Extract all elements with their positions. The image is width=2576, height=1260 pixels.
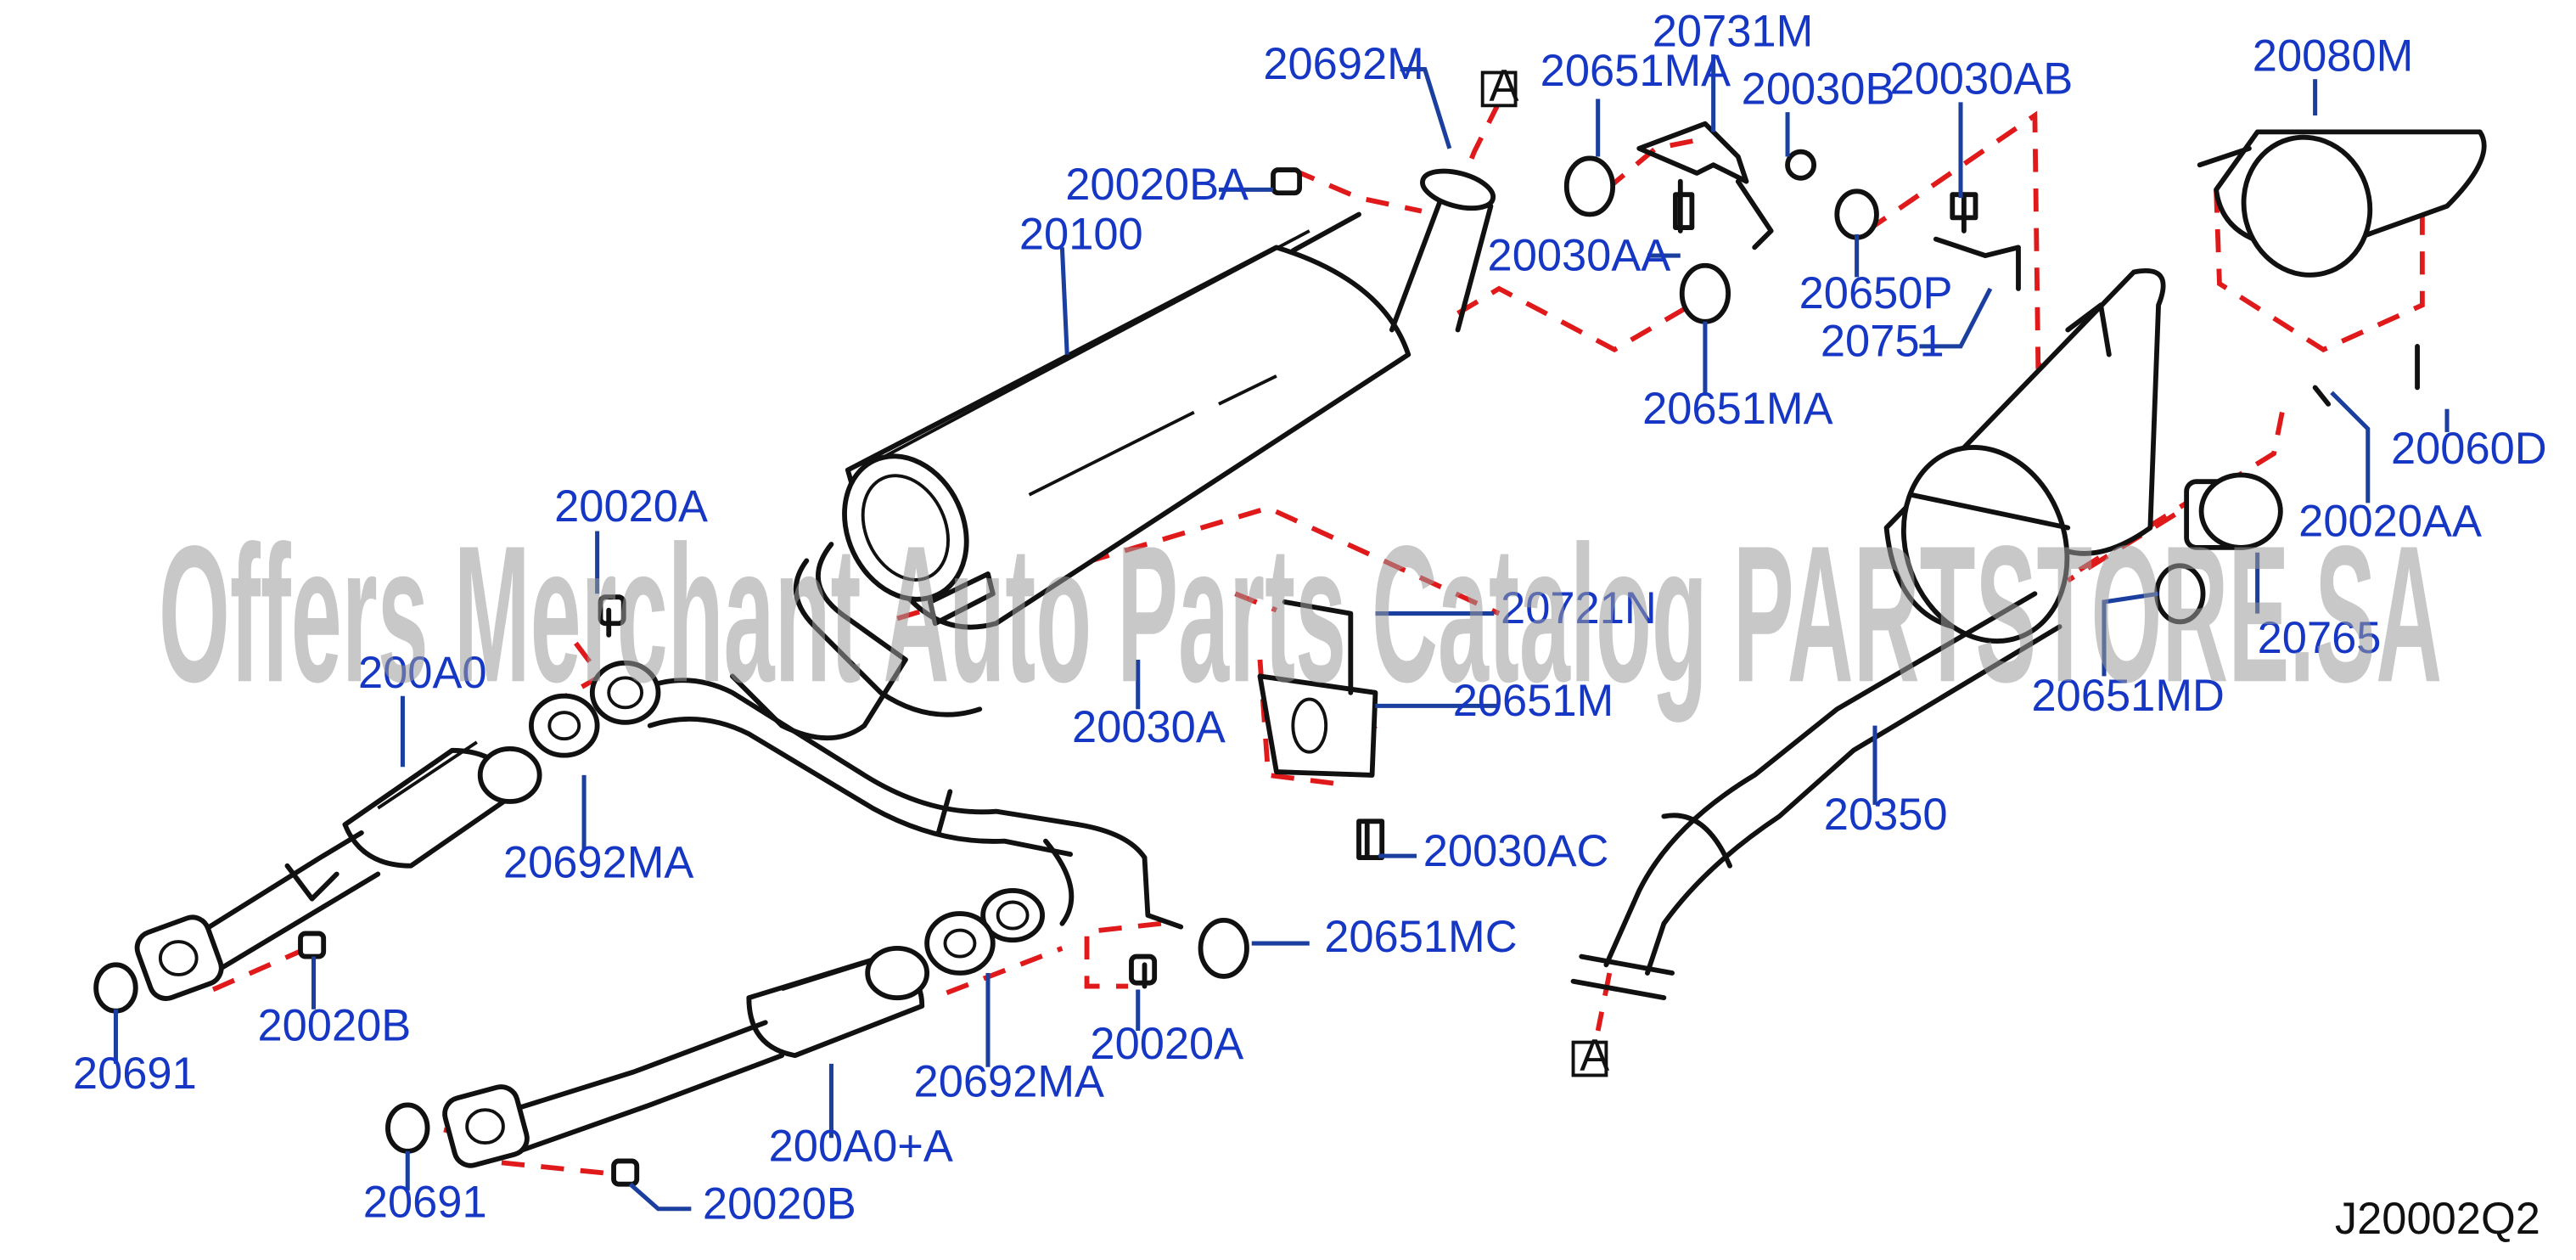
part-labels: 20692M 20651MA 20731M 20030B 20030AB 200… [73,7,2547,1229]
label-20651MA-top: 20651MA [1541,47,1731,96]
label-20020B-left: 20020B [257,1002,411,1051]
label-20765: 20765 [2258,614,2382,663]
label-20692M: 20692M [1263,40,1424,89]
label-20350: 20350 [1824,790,1948,840]
label-20030AC: 20030AC [1423,827,1609,876]
label-20691-left: 20691 [73,1049,197,1099]
label-20080M: 20080M [2253,32,2414,82]
rear-muffler-20350 [1570,268,2283,1001]
reference-marker-bottom: A [1571,1032,1609,1081]
tail-tip-20080M [2197,129,2487,278]
label-20651MD: 20651MD [2032,672,2225,721]
label-20751: 20751 [1821,318,1945,367]
center-muffler-20100 [793,168,1496,717]
label-20100: 20100 [1019,210,1143,259]
label-20020AA: 20020AA [2298,497,2482,546]
y-pipe [589,657,1184,943]
label-20030B: 20030B [1742,65,1895,114]
label-20030A: 20030A [1072,703,1226,752]
label-20020B-low: 20020B [703,1179,856,1229]
diagram-code: J20002Q2 [2335,1195,2540,1244]
label-20030AA: 20030AA [1488,232,1671,281]
label-200A0: 200A0 [358,649,487,698]
label-20020BA: 20020BA [1065,160,1249,210]
label-20650P: 20650P [1799,269,1953,318]
label-20721N: 20721N [1501,584,1657,633]
bolts [606,178,2420,989]
label-200A0-A: 200A0+A [769,1122,953,1171]
watermark-text: Offers Merchant Auto Parts Catalog PARTS… [159,505,2442,723]
label-20692MA-mid: 20692MA [914,1058,1104,1107]
reference-marker-top-text: A [1489,61,1518,110]
label-20651MC: 20651MC [1324,913,1517,962]
gaskets-and-nuts [298,167,1303,1187]
reference-marker-bottom-text: A [1580,1032,1609,1081]
label-20020A-mid: 20020A [1090,1020,1243,1069]
label-20731M: 20731M [1653,7,1813,56]
label-20692MA-left: 20692MA [503,838,693,887]
reference-marker-top: A [1480,61,1518,110]
front-catalyst-200A0-A [385,945,930,1168]
label-20651MA-low: 20651MA [1642,385,1832,434]
label-20060D: 20060D [2391,425,2547,474]
label-20691-low: 20691 [363,1178,487,1227]
mounting-brackets [1257,121,2021,860]
label-20020A-top: 20020A [554,482,708,532]
front-catalyst-200A0 [93,740,542,1014]
rubber-hangers [1198,149,2206,979]
label-20030AB: 20030AB [1889,55,2073,104]
label-20651M: 20651M [1453,677,1614,726]
leader-lines [113,54,2450,1212]
